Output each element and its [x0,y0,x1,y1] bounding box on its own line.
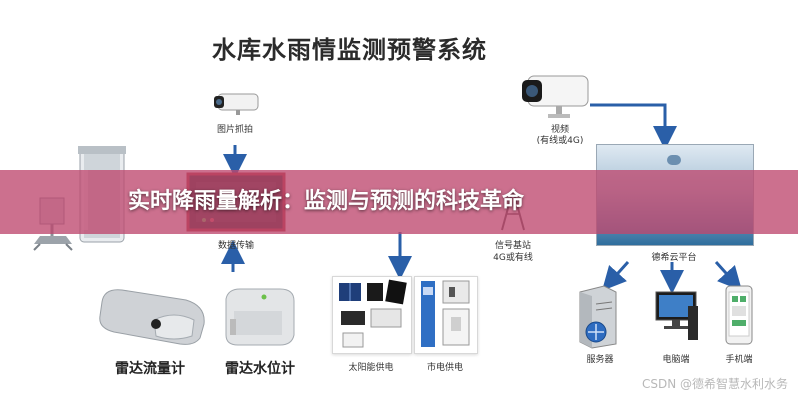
video-camera-icon [522,75,589,118]
solar-power-icon [339,279,407,348]
label-photo-capture: 图片抓拍 [216,125,253,135]
mobile-phone-icon [725,285,753,345]
label-base-station-sub: 4G或有线 [493,253,533,263]
radar-flow-meter-icon [99,289,205,345]
computer-icon [655,291,698,340]
radar-level-meter-icon [225,288,295,346]
bullet-camera-icon [214,93,259,115]
label-video-sub: (有线或4G) [536,136,584,146]
arrow-cloud-to-server [601,260,630,291]
label-radar-flow-meter: 雷达流量计 [115,361,185,377]
arrow-video-to-cloud [590,103,677,150]
label-mains-power: 市电供电 [426,363,463,373]
label-mobile: 手机端 [725,355,753,365]
mains-power-icon [421,280,470,347]
label-computer: 电脑端 [662,355,690,365]
label-video: 视频 [550,125,569,135]
banner-background [0,170,798,234]
label-solar-power: 太阳能供电 [348,363,394,373]
label-server: 服务器 [586,355,614,365]
label-cloud-platform: 德希云平台 [651,253,697,263]
label-data-transfer: 数据传输 [217,241,254,251]
label-base-station: 信号基站 [494,241,531,251]
diagram-title: 水库水雨情监测预警系统 [212,36,487,64]
server-icon [579,285,617,349]
cloud-logo-icon [667,155,681,165]
solar-power-frame [332,276,412,354]
label-radar-level-meter: 雷达水位计 [225,361,295,377]
banner-headline: 实时降雨量解析：监测与预测的科技革命 [128,189,525,214]
arrow-cloud-to-mobile [714,260,743,291]
watermark: CSDN @德希智慧水利水务 [641,377,788,391]
mains-power-frame [414,276,478,354]
